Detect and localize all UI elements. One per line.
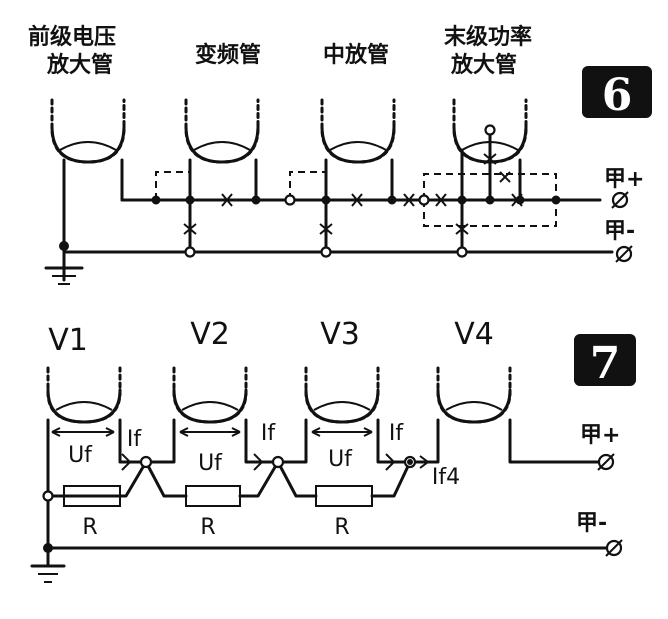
tube-2-filament: [184, 98, 260, 164]
fig6-terminal-minus-label: 甲-: [604, 219, 635, 244]
resistor-1: [63, 485, 121, 507]
fig6-terminal-plus-label: 甲+: [604, 167, 644, 192]
resistor-label-2: R: [200, 515, 215, 540]
figure-6-number: 6: [602, 70, 633, 121]
fig7-terminal-plus-label: 甲+: [580, 423, 620, 448]
figure-7: V1 V2 V3 V4 7: [30, 317, 636, 583]
fig7-terminal-minus-label: 甲-: [576, 511, 607, 536]
v2-label: V2: [190, 317, 230, 352]
uf-label-2: Uf: [198, 451, 223, 476]
tube-3-filament: [320, 98, 396, 164]
resistor-label-3: R: [334, 515, 349, 540]
fig6-break-marks: [183, 153, 523, 235]
resistor-2: [185, 485, 241, 507]
tube4-label-line1: 末级功率: [444, 24, 532, 50]
figure-6-badge: 6: [582, 66, 652, 121]
tube2-label: 变频管: [195, 42, 261, 68]
figure-7-badge: 7: [574, 334, 636, 389]
if-label-1: If: [127, 427, 142, 452]
fig6-ground-symbol: [44, 266, 84, 285]
v4-label: V4: [454, 317, 494, 352]
v3-label: V3: [320, 317, 360, 352]
uf-label-1: Uf: [68, 443, 93, 468]
tube3-label: 中放管: [323, 42, 389, 68]
figure-7-number: 7: [590, 338, 621, 389]
tube-v4-filament: [436, 366, 512, 424]
if4-label: If4: [432, 465, 460, 490]
v1-label: V1: [48, 323, 88, 358]
figure-6: 前级电压 放大管 变频管 中放管 末级功率 放大管 6: [28, 24, 652, 285]
if-label-3: If: [389, 421, 404, 446]
resistor-3: [315, 485, 373, 507]
tube1-label-line1: 前级电压: [28, 24, 116, 50]
tube-v3-filament: [304, 366, 380, 424]
tube1-label-line2: 放大管: [46, 52, 113, 78]
uf-arrows: [51, 427, 430, 471]
fig7-ground-symbol: [30, 546, 66, 583]
fig6-junctions: [59, 124, 561, 258]
uf-label-3: Uf: [328, 447, 353, 472]
tube-v1-filament: [46, 366, 122, 424]
fig7-plus-rail: [508, 418, 606, 464]
resistor-label-1: R: [82, 515, 97, 540]
tube4-label-line2: 放大管: [450, 52, 517, 78]
if-label-2: If: [261, 421, 276, 446]
fig7-junctions: [42, 455, 417, 553]
tube-1-filament: [50, 98, 126, 164]
tube-v2-filament: [172, 366, 248, 424]
